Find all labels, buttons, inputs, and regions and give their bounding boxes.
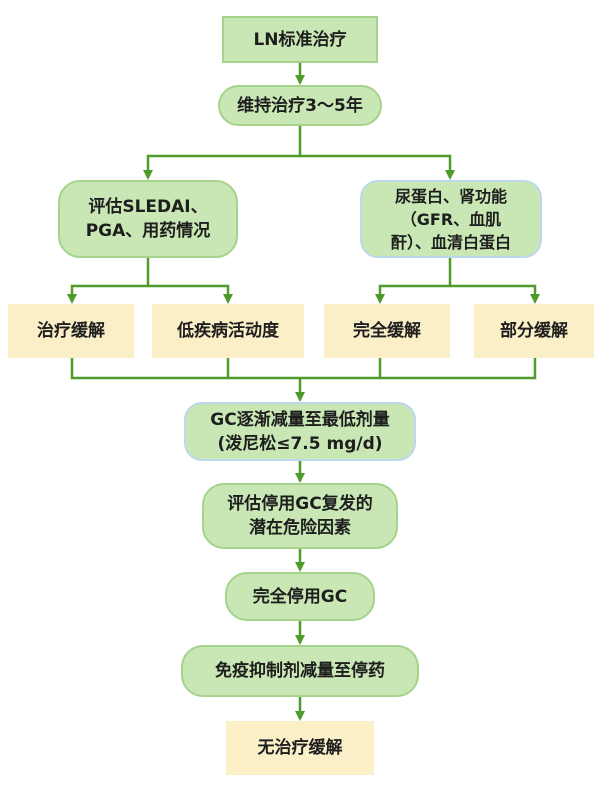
node-evaluate-relapse-risk: 评估停用GC复发的 潜在危险因素	[202, 483, 398, 549]
connector-assess-split	[67, 258, 150, 304]
node-maintenance-treatment: 维持治疗3～5年	[218, 85, 382, 126]
connector-lab-split	[375, 258, 452, 304]
node-partial-remission: 部分缓解	[474, 304, 594, 358]
connector-maintain-split-right	[300, 154, 455, 180]
node-low-disease-activity: 低疾病活动度	[152, 304, 304, 358]
connector-lab-split-right	[450, 284, 540, 304]
connector-merge-bus	[70, 358, 537, 380]
node-treatment-free-remission: 无治疗缓解	[226, 721, 374, 775]
connector-maintain-split	[143, 126, 302, 180]
node-complete-remission: 完全缓解	[324, 304, 450, 358]
node-lab-indicators: 尿蛋白、肾功能 （GFR、血肌 酐）、血清白蛋白	[360, 180, 542, 258]
node-treatment-remission: 治疗缓解	[8, 304, 134, 358]
node-ln-standard-treatment: LN标准治疗	[222, 16, 378, 63]
connector-assess-split-right	[148, 284, 233, 304]
node-stop-gc: 完全停用GC	[225, 572, 375, 621]
node-assess-sledai-pga: 评估SLEDAI、 PGA、用药情况	[58, 180, 238, 258]
node-immunosuppressant-taper: 免疫抑制剂减量至停药	[181, 645, 419, 697]
node-gc-taper: GC逐渐减量至最低剂量 (泼尼松≤7.5 mg/d)	[184, 402, 416, 461]
